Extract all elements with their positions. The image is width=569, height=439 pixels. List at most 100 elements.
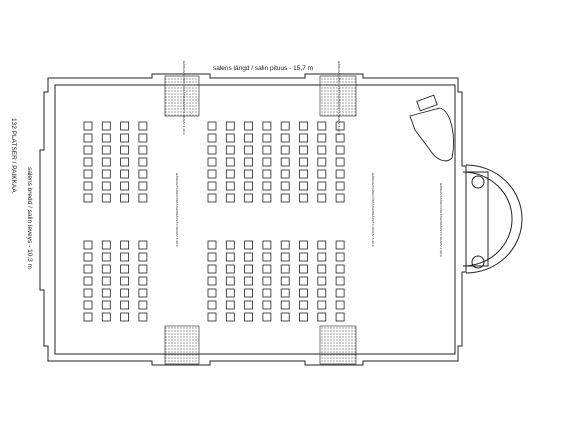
seat <box>83 193 93 203</box>
seat <box>299 193 308 203</box>
seat <box>262 133 272 143</box>
seat <box>280 157 290 167</box>
seat <box>244 312 254 322</box>
seat <box>83 169 93 179</box>
seat <box>299 264 308 274</box>
seat <box>335 312 345 322</box>
seat <box>335 276 345 286</box>
seat <box>299 169 308 179</box>
seat <box>262 252 272 262</box>
apse <box>462 164 523 274</box>
seat <box>244 193 254 203</box>
seat <box>207 121 217 131</box>
piano-icon <box>409 94 454 162</box>
seat <box>280 264 290 274</box>
seating-area <box>83 121 345 322</box>
seat <box>262 157 272 167</box>
seat <box>335 181 345 191</box>
seat <box>225 300 235 310</box>
seat <box>83 133 93 143</box>
seat <box>335 252 345 262</box>
seat <box>138 181 148 191</box>
seat <box>207 264 217 274</box>
seat <box>299 121 308 131</box>
seat <box>138 252 148 262</box>
seat <box>225 133 235 143</box>
seat <box>335 300 345 310</box>
seat <box>280 169 290 179</box>
seat <box>317 193 327 203</box>
seat <box>225 276 235 286</box>
seat <box>120 300 129 310</box>
seat <box>225 121 235 131</box>
seat <box>262 145 272 155</box>
seat <box>207 276 217 286</box>
seat <box>262 312 272 322</box>
seat <box>280 240 290 250</box>
seat <box>207 288 217 298</box>
seat <box>317 133 327 143</box>
seat <box>299 288 308 298</box>
seat <box>207 240 217 250</box>
seat <box>207 252 217 262</box>
seat <box>317 276 327 286</box>
seat <box>299 181 308 191</box>
hall-length-label: salens längd / salin pituus - 15,7 m <box>213 65 313 72</box>
seat <box>299 252 308 262</box>
seat <box>138 264 148 274</box>
seat <box>120 264 129 274</box>
seat <box>299 133 308 143</box>
seat <box>262 121 272 131</box>
seat <box>335 169 345 179</box>
seat <box>225 264 235 274</box>
seat <box>262 264 272 274</box>
aisle-note-stage: GÅNGAVSTÅND FÖR ÅTERSKÅPETS SKARV: 1,20 … <box>439 183 444 258</box>
seat <box>83 181 93 191</box>
seat <box>101 181 111 191</box>
seat <box>299 145 308 155</box>
seat <box>335 133 345 143</box>
seat <box>335 264 345 274</box>
seat <box>244 121 254 131</box>
seat <box>120 133 129 143</box>
seat <box>120 169 129 179</box>
seat <box>317 288 327 298</box>
seat <box>317 145 327 155</box>
seat <box>101 145 111 155</box>
seat <box>244 276 254 286</box>
seat <box>280 288 290 298</box>
seat <box>207 145 217 155</box>
seat <box>225 312 235 322</box>
seat <box>280 276 290 286</box>
seat <box>83 121 93 131</box>
seat <box>207 169 217 179</box>
seat <box>244 169 254 179</box>
seat <box>225 193 235 203</box>
seat <box>299 240 308 250</box>
seat <box>244 145 254 155</box>
seat <box>83 145 93 155</box>
seat <box>101 300 111 310</box>
seat <box>244 252 254 262</box>
seat <box>317 264 327 274</box>
seat <box>120 121 129 131</box>
seat <box>280 145 290 155</box>
seat <box>244 133 254 143</box>
seat <box>101 240 111 250</box>
seats-count-label: 132 PLATSER / PAIKKAA <box>10 118 17 193</box>
seat <box>120 276 129 286</box>
seat <box>207 312 217 322</box>
seat <box>138 276 148 286</box>
seat <box>225 240 235 250</box>
seat <box>335 193 345 203</box>
seat <box>244 288 254 298</box>
seat <box>280 312 290 322</box>
seat <box>138 145 148 155</box>
seat <box>335 121 345 131</box>
seat <box>207 193 217 203</box>
seat <box>262 240 272 250</box>
seat <box>83 300 93 310</box>
seat <box>262 181 272 191</box>
seat <box>225 157 235 167</box>
